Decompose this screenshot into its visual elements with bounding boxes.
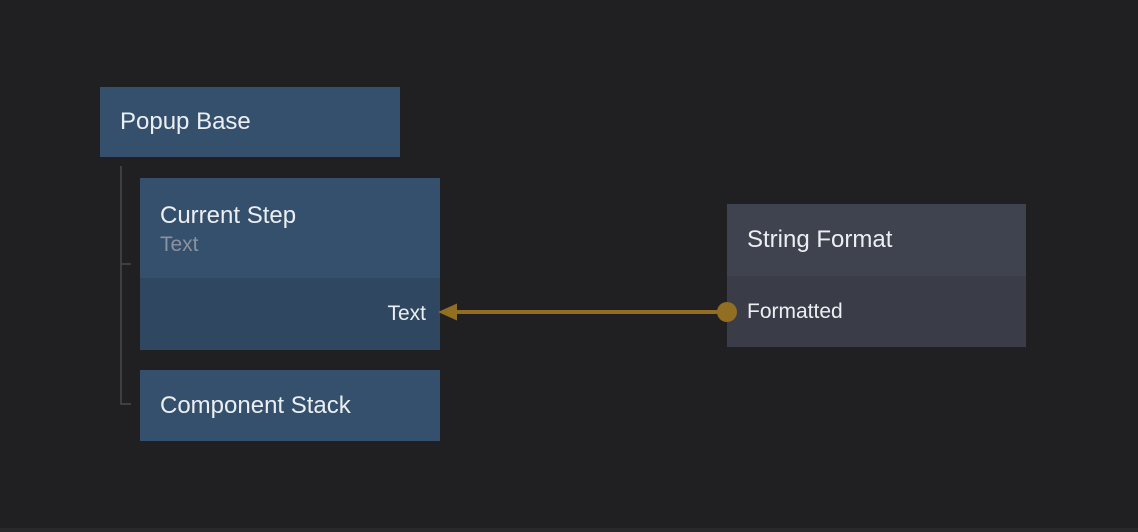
pin-label-formatted: Formatted bbox=[747, 299, 843, 323]
node-current-step[interactable]: Current Step Text Text bbox=[140, 178, 440, 350]
node-title: Popup Base bbox=[120, 108, 251, 135]
node-title: String Format bbox=[747, 226, 893, 253]
tree-tick-component-stack bbox=[120, 403, 131, 405]
wire-arrowhead-icon bbox=[438, 303, 457, 321]
bottom-scrollbar-track bbox=[0, 528, 1138, 532]
node-component-stack[interactable]: Component Stack bbox=[140, 370, 440, 441]
node-subtitle: Text bbox=[160, 233, 199, 256]
node-title: Component Stack bbox=[160, 391, 351, 419]
node-current-step-header: Current Step Text bbox=[140, 178, 440, 278]
node-string-format[interactable]: String Format Formatted bbox=[727, 204, 1026, 347]
node-popup-base[interactable]: Popup Base bbox=[100, 87, 400, 157]
node-string-format-header: String Format bbox=[727, 204, 1026, 276]
tree-connector-line bbox=[120, 166, 122, 405]
tree-tick-current-step bbox=[120, 263, 131, 265]
pin-row-formatted-output[interactable]: Formatted bbox=[727, 276, 1026, 347]
pin-row-text-input[interactable]: Text bbox=[140, 278, 440, 350]
node-title: Current Step bbox=[160, 202, 297, 229]
pin-label-text: Text bbox=[387, 302, 426, 325]
